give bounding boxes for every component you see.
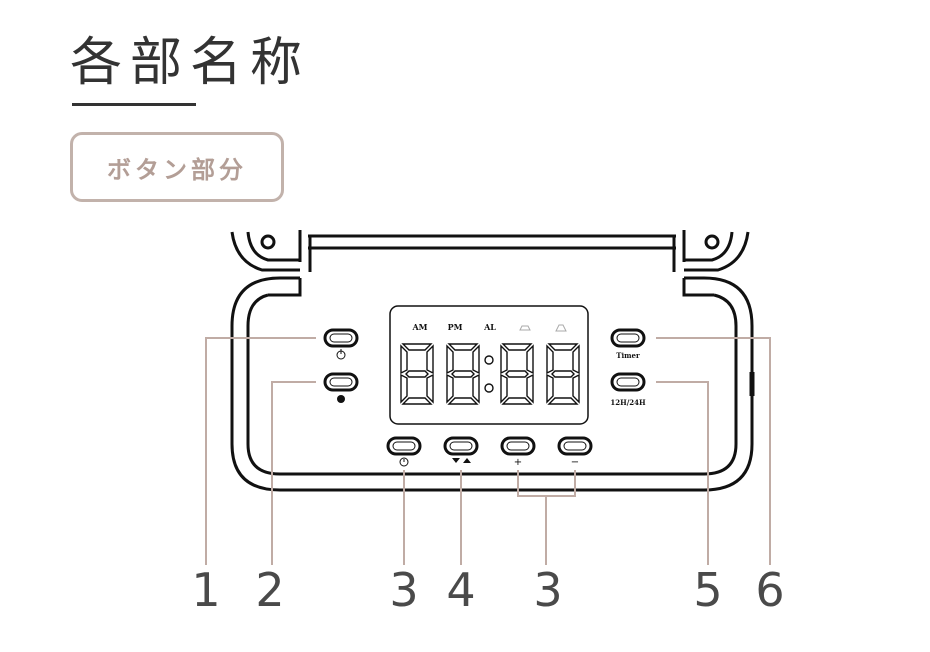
digit-1 <box>400 343 434 405</box>
minus-button[interactable] <box>557 436 593 456</box>
callout-1: 1 <box>191 563 220 617</box>
left-ear <box>230 231 302 297</box>
leader-2 <box>271 381 316 565</box>
section-label: ボタン部分 <box>107 155 247 184</box>
brightness-button[interactable] <box>323 372 359 392</box>
callout-4: 4 <box>446 563 475 617</box>
callout-5: 5 <box>693 563 722 617</box>
top-handle <box>298 230 686 272</box>
brightness-icon <box>337 395 345 403</box>
title-underline <box>72 103 196 106</box>
clock-icon <box>399 457 409 467</box>
plus-icon: + <box>514 457 522 468</box>
callout-3b: 3 <box>533 563 562 617</box>
section-badge: ボタン部分 <box>70 132 284 202</box>
plus-button[interactable] <box>500 436 536 456</box>
page-title: 各部名称 <box>70 33 311 93</box>
callout-3a: 3 <box>389 563 418 617</box>
leader-6 <box>656 337 771 565</box>
flip-icon <box>452 458 471 463</box>
callout-2: 2 <box>255 563 284 617</box>
leader-5 <box>656 381 709 565</box>
digit-2 <box>446 343 480 405</box>
timer-label: Timer <box>616 351 640 360</box>
colon-bottom-dot <box>484 383 494 393</box>
digit-4 <box>546 343 580 405</box>
timer-button[interactable] <box>610 328 646 348</box>
alarm-bell-icon <box>519 325 531 331</box>
power-icon <box>336 349 346 360</box>
al-indicator: AL <box>483 322 496 332</box>
device-body <box>230 276 755 492</box>
leader-lines <box>205 337 771 565</box>
hour-mode-label: 12H/24H <box>610 398 646 407</box>
clock-digits <box>400 343 580 405</box>
pm-indicator: PM <box>448 322 463 332</box>
callout-6: 6 <box>755 563 784 617</box>
display-flip-button[interactable] <box>443 436 479 456</box>
colon-top-dot <box>484 355 494 365</box>
am-indicator: AM <box>411 322 427 332</box>
clock-set-button[interactable] <box>386 436 422 456</box>
snooze-icon <box>555 324 567 332</box>
power-button[interactable] <box>323 328 359 348</box>
lcd-display: AM PM AL <box>389 305 589 425</box>
hour-mode-button[interactable] <box>610 372 646 392</box>
minus-icon: − <box>571 457 579 468</box>
digit-3 <box>500 343 534 405</box>
right-ear <box>682 231 750 297</box>
leader-1 <box>205 337 316 565</box>
